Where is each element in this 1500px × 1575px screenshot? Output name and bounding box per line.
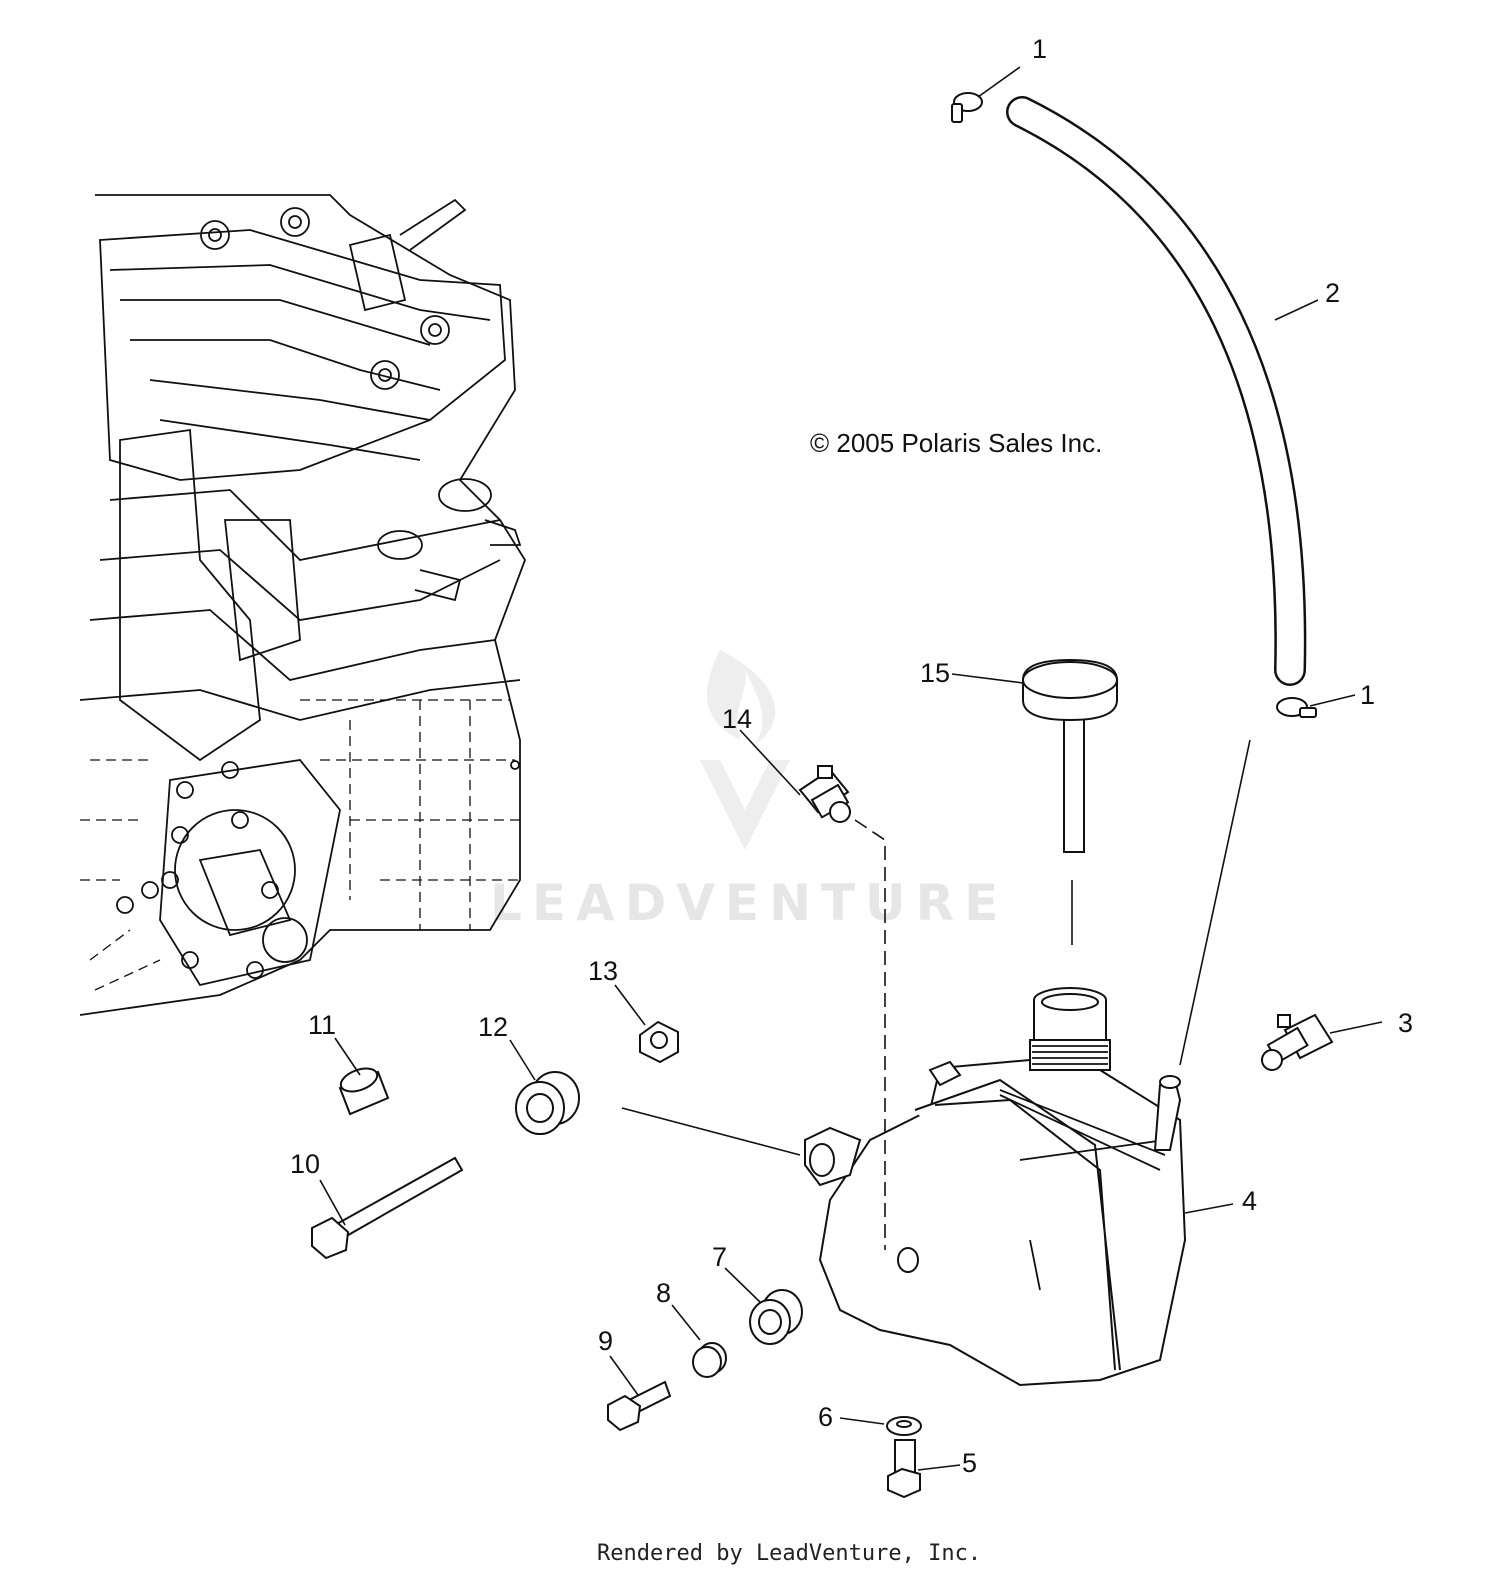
- callout-4: 4: [1242, 1186, 1257, 1216]
- long-bolt: [311, 1156, 464, 1260]
- bolt-5: [887, 1439, 921, 1499]
- callout-1-top: 1: [1032, 34, 1047, 64]
- callout-15: 15: [920, 658, 950, 688]
- callout-11: 11: [308, 1010, 336, 1040]
- hose: [1006, 96, 1307, 686]
- callout-14: 14: [722, 704, 752, 734]
- footer-credit: Rendered by LeadVenture, Inc.: [597, 1541, 981, 1566]
- grommet-7: [749, 1289, 803, 1345]
- callout-2: 2: [1325, 278, 1340, 308]
- grommet-12: [515, 1071, 580, 1135]
- callout-9: 9: [598, 1326, 613, 1356]
- elbow-fitting-3: [1261, 1013, 1334, 1071]
- leader-lines: [319, 66, 1383, 1471]
- bolt-9: [607, 1380, 672, 1432]
- fill-cap-dipstick: [1022, 658, 1118, 853]
- oil-tank: [804, 987, 1187, 1387]
- callout-10: 10: [290, 1149, 320, 1179]
- callout-labels: 1 2 1 3 4 5 6 7 8 9 10 11 12 13 14 15: [290, 34, 1413, 1478]
- leadventure-watermark: LEADVENTURE: [490, 650, 1008, 932]
- elbow-fitting-14: [798, 765, 851, 823]
- copyright-text: © 2005 Polaris Sales Inc.: [810, 428, 1102, 458]
- spacer: [338, 1067, 390, 1116]
- washer-6: [886, 1416, 922, 1436]
- callout-12: 12: [478, 1012, 508, 1042]
- hose-clamp-right: [1276, 697, 1317, 718]
- engine-assembly: [79, 194, 526, 1016]
- callout-8: 8: [656, 1278, 671, 1308]
- callout-1-right: 1: [1360, 680, 1375, 710]
- callout-5: 5: [962, 1448, 977, 1478]
- hose-clamp-top: [951, 92, 983, 123]
- callout-7: 7: [712, 1242, 727, 1272]
- watermark-text: LEADVENTURE: [490, 874, 1008, 932]
- washer-8: [692, 1342, 727, 1378]
- nut: [639, 1020, 679, 1064]
- callout-6: 6: [818, 1402, 833, 1432]
- callout-3: 3: [1398, 1008, 1413, 1038]
- callout-13: 13: [588, 956, 618, 986]
